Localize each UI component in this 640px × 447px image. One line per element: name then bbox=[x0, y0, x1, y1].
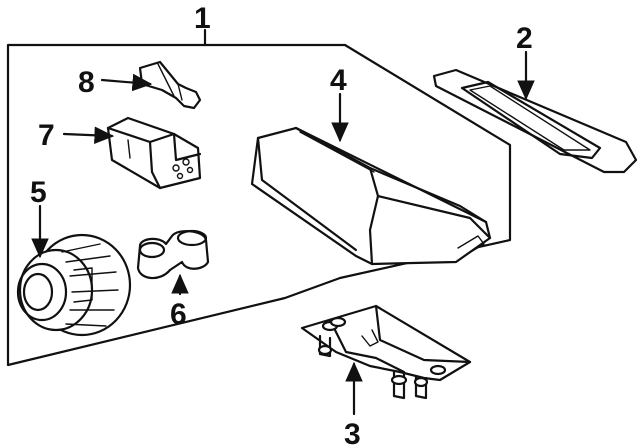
callout-2: 2 bbox=[516, 22, 533, 55]
part-5-socket bbox=[16, 233, 132, 337]
part-4-housing bbox=[250, 126, 492, 266]
callout-labels: 1 2 3 4 5 6 7 8 bbox=[30, 2, 533, 447]
callout-5: 5 bbox=[30, 176, 47, 209]
leader-8 bbox=[100, 73, 153, 92]
part-2-lens bbox=[432, 68, 638, 174]
callout-8: 8 bbox=[78, 66, 95, 99]
part-3-bracket bbox=[300, 304, 472, 400]
callout-7: 7 bbox=[38, 119, 55, 152]
callout-6: 6 bbox=[170, 298, 187, 331]
callout-4: 4 bbox=[330, 64, 347, 97]
leader-7 bbox=[62, 126, 115, 145]
part-7-connector bbox=[106, 116, 202, 190]
part-8-bulb bbox=[138, 60, 202, 110]
callout-1: 1 bbox=[194, 2, 211, 35]
callout-3: 3 bbox=[344, 418, 361, 447]
part-6-bulb bbox=[136, 229, 210, 280]
leader-lines bbox=[31, 50, 535, 416]
